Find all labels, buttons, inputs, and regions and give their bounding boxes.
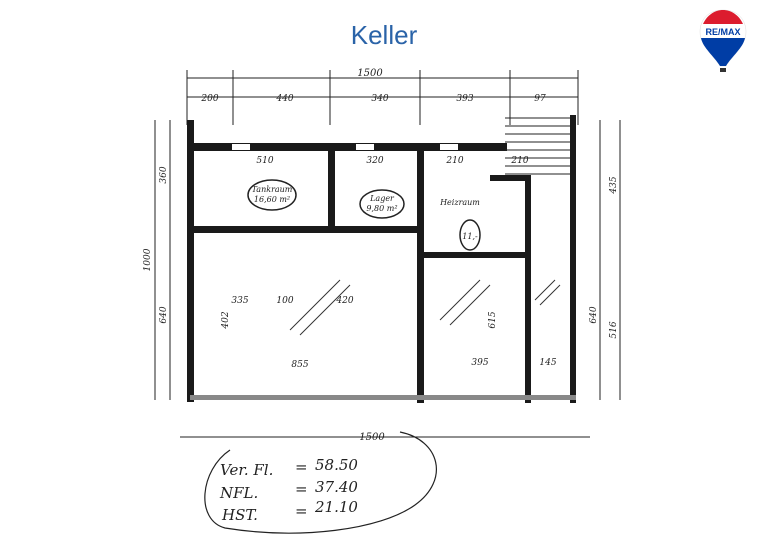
equals-sign: =: [295, 458, 308, 476]
dim-top-segment: 393: [456, 94, 473, 104]
dim-overall-bottom: 1500: [359, 432, 385, 443]
dim-inner: 335: [231, 296, 248, 306]
dim-inner: 420: [335, 296, 353, 306]
dim-inner: 615: [488, 311, 498, 328]
note-value: 21.10: [314, 498, 358, 516]
room-circle: [359, 189, 405, 219]
glass-hatching: [289, 279, 561, 336]
walls: [187, 115, 576, 403]
note-value: 37.40: [315, 478, 358, 496]
room-circle: [459, 219, 481, 251]
dim-inner: 145: [539, 358, 556, 368]
equals-sign: =: [295, 502, 308, 520]
note-label: NFL.: [219, 484, 258, 502]
note-label: Ver. Fl.: [220, 461, 273, 479]
dim-inner: 210: [510, 156, 528, 166]
note-value: 58.50: [315, 456, 358, 474]
dim-inner: 320: [366, 156, 383, 166]
windows: [232, 144, 458, 150]
room-area: 16,60 m²: [254, 195, 290, 204]
equals-sign: =: [295, 480, 308, 498]
dim-top-segment: 340: [371, 94, 388, 104]
room-name: Lager: [369, 194, 395, 203]
dim-right-segment: 435: [609, 176, 619, 194]
dim-inner: 210: [445, 156, 463, 166]
dim-left-overall: 1000: [143, 248, 153, 271]
svg-text:RE/MAX: RE/MAX: [705, 27, 740, 37]
note-label: HST.: [221, 506, 258, 524]
dim-top-segment: 440: [275, 94, 293, 104]
room-circle: [247, 179, 297, 211]
room-area: 11,-: [462, 232, 478, 241]
remax-logo: RE/MAX: [699, 9, 747, 72]
notes-loop: [204, 431, 437, 534]
dim-inner: 510: [256, 156, 273, 166]
dim-left-segment: 360: [159, 166, 169, 183]
dim-top-segment: 200: [200, 94, 218, 104]
dim-right-segment: 640: [589, 306, 599, 323]
room-area: 9,80 m²: [366, 204, 397, 213]
dim-overall-top: 1500: [357, 68, 383, 79]
dim-right-segment: 516: [609, 321, 619, 338]
stairs: [505, 117, 570, 175]
dim-inner: 855: [291, 360, 308, 370]
room-name: Tankraum: [252, 185, 293, 194]
room-name: Heizraum: [439, 198, 480, 207]
bottom-wall: [190, 395, 576, 400]
dim-left-segment: 640: [159, 306, 169, 323]
page-title: Keller: [350, 20, 418, 50]
dim-inner: 100: [276, 296, 293, 306]
dim-inner: 402: [221, 311, 231, 329]
dim-inner: 395: [471, 358, 488, 368]
dim-top-segment: 97: [534, 94, 546, 104]
